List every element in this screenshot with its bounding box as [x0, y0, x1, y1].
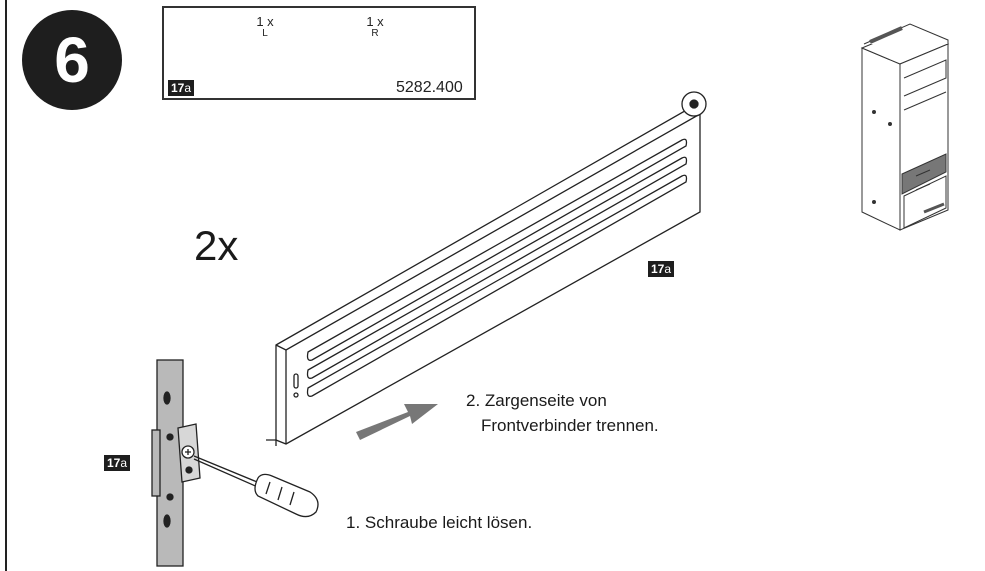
parts-box	[162, 6, 476, 100]
instruction-step-2-line-2: Frontverbinder trennen.	[481, 416, 659, 435]
connector-tag-number: 17	[107, 456, 121, 470]
left-qty: 1 x	[256, 14, 274, 29]
left-qty-label: 1 x L	[250, 15, 280, 39]
left-side-letter: L	[262, 28, 268, 39]
right-side-letter: R	[371, 28, 379, 39]
step-number-badge: 6	[22, 10, 122, 110]
instruction-step-2: 2. Zargenseite von Frontverbinder trenne…	[466, 388, 659, 438]
instruction-step-2-line-1: 2. Zargenseite von	[466, 391, 607, 410]
right-qty: 1 x	[366, 14, 384, 29]
rail-tag-number: 17	[651, 262, 665, 276]
direction-arrow	[356, 404, 438, 440]
instruction-step-1: 1. Schraube leicht lösen.	[346, 513, 533, 532]
step-number: 6	[54, 24, 90, 96]
front-connector	[151, 359, 201, 567]
parts-box-tag: 17a	[168, 80, 195, 96]
connector-tag: 17a	[104, 455, 131, 471]
cabinet-thumbnail	[860, 23, 950, 231]
rail-tag-suffix: a	[664, 262, 672, 276]
drawer-side-rail	[266, 91, 707, 446]
right-qty-label: 1 x R	[360, 15, 390, 39]
parts-box-tag-suffix: a	[184, 81, 192, 95]
connector-tag-suffix: a	[120, 456, 128, 470]
rail-tag: 17a	[648, 261, 675, 277]
page-left-rule	[5, 0, 7, 571]
quantity-multiplier: 2x	[194, 222, 239, 269]
article-number: 5282.400	[396, 79, 463, 96]
screwdriver	[193, 455, 319, 518]
parts-box-tag-number: 17	[171, 81, 185, 95]
